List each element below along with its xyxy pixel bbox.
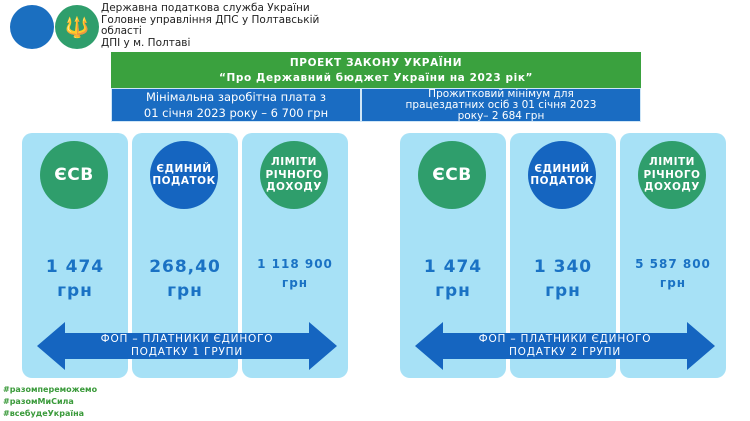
card-label-line: ЄДИНИЙ bbox=[156, 162, 212, 175]
title-line: “Про Державний бюджет України на 2023 рі… bbox=[218, 72, 534, 84]
currency: грн bbox=[281, 276, 309, 290]
card-circle: ЄСВ bbox=[418, 141, 486, 209]
text: Прожитковий мінімум для bbox=[428, 87, 574, 100]
title-line: ПРОЕКТ ЗАКОНУ УКРАЇНИ bbox=[289, 57, 463, 69]
card-value: 1 474 грн bbox=[22, 255, 128, 303]
hashtag: #всебудеУкраїна bbox=[3, 409, 85, 418]
hashtags: #разомпереможемо #разомМиСила #всебудеУк… bbox=[3, 384, 97, 420]
text: працездатних осіб з 01 січня 2023 bbox=[405, 98, 597, 111]
indicators-row: Мінімальна заробітна плата з 01 січня 202… bbox=[111, 88, 641, 122]
org-line: Головне управління ДПС у Полтавській bbox=[101, 13, 320, 26]
text: Мінімальна заробітна плата з bbox=[145, 90, 327, 104]
logo-blue-circle bbox=[10, 5, 54, 49]
org-line: ДПІ у м. Полтаві bbox=[101, 36, 191, 49]
currency: грн bbox=[435, 281, 471, 301]
trident-icon: 🔱 bbox=[55, 5, 99, 49]
card-label-line: ЛІМІТИ bbox=[649, 156, 695, 169]
text: ФОП – ПЛАТНИКИ ЄДИНОГО bbox=[478, 333, 652, 345]
organization-name: Державна податкова служба України Головн… bbox=[101, 2, 320, 49]
card-label-line: ПОДАТОК bbox=[152, 175, 216, 187]
text: ФОП – ПЛАТНИКИ ЄДИНОГО bbox=[100, 333, 274, 345]
card-label-line: РІЧНОГО bbox=[265, 168, 323, 181]
double-arrow-icon bbox=[37, 322, 337, 370]
card-label-line: ЄДИНИЙ bbox=[534, 162, 590, 175]
card-circle: ЄСВ bbox=[40, 141, 108, 209]
card-label-line: ПОДАТОК bbox=[530, 175, 594, 187]
card-label-line: ЄСВ bbox=[54, 164, 94, 185]
org-line: Державна податкова служба України bbox=[101, 2, 310, 14]
amount: 1 340 bbox=[533, 257, 593, 277]
text: року– 2 684 грн bbox=[457, 109, 545, 122]
currency: грн bbox=[167, 281, 203, 301]
org-line: області bbox=[101, 25, 142, 37]
card-value: 1 474 грн bbox=[400, 255, 506, 303]
card-value: 268,40 грн bbox=[132, 255, 238, 303]
double-arrow-icon bbox=[415, 322, 715, 370]
card-label-line: ЄСВ bbox=[432, 164, 472, 185]
hashtag: #разомпереможемо bbox=[3, 385, 98, 394]
law-title-banner: ПРОЕКТ ЗАКОНУ УКРАЇНИ “Про Державний бюд… bbox=[111, 52, 641, 88]
card-label-line: ДОХОДУ bbox=[644, 181, 700, 194]
card-value: 5 587 800 грн bbox=[620, 255, 726, 293]
amount: 268,40 bbox=[149, 257, 221, 277]
text: ПОДАТКУ 1 ГРУПИ bbox=[130, 346, 244, 358]
currency: грн bbox=[659, 276, 687, 290]
hashtag: #разомМиСила bbox=[3, 397, 74, 406]
currency: грн bbox=[57, 281, 93, 301]
card-label-line: ДОХОДУ bbox=[266, 181, 322, 194]
text: 01 січня 2023 року – 6 700 грн bbox=[143, 106, 329, 120]
card-value: 1 118 900 грн bbox=[242, 255, 348, 293]
amount: 1 474 bbox=[45, 257, 105, 277]
amount: 1 474 bbox=[423, 257, 483, 277]
card-label-line: РІЧНОГО bbox=[643, 168, 701, 181]
text: ПОДАТКУ 2 ГРУПИ bbox=[508, 346, 622, 358]
currency: грн bbox=[545, 281, 581, 301]
card-label-line: ЛІМІТИ bbox=[271, 156, 317, 169]
min-wage-box: Мінімальна заробітна плата з 01 січня 202… bbox=[111, 88, 361, 122]
card-value: 1 340 грн bbox=[510, 255, 616, 303]
amount: 1 118 900 bbox=[257, 257, 333, 271]
amount: 5 587 800 bbox=[635, 257, 711, 271]
